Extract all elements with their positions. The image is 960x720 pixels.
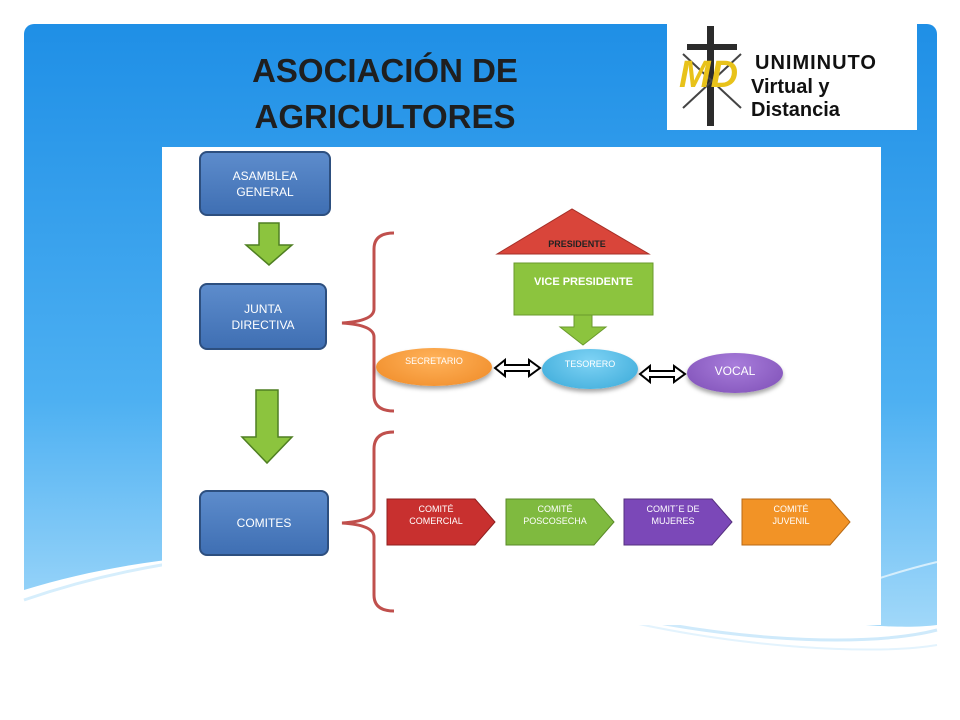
comite-poscosecha-line-1: COMITÉ: [537, 504, 573, 514]
box-asamblea-general: ASAMBLEA GENERAL: [199, 151, 331, 216]
box-asamblea-general-label: ASAMBLEA GENERAL: [232, 168, 298, 199]
comite-juvenil-shape: [741, 498, 851, 546]
logo-subtitle: Virtual y Distancia: [751, 76, 840, 121]
logo-brand: UNIMINUTO: [755, 52, 877, 74]
comite-mujeres-line-2: MUJERES: [651, 516, 695, 526]
comite-mujeres-label: COMIT´E DE MUJERES: [624, 503, 722, 527]
presidente-shape: [495, 208, 651, 255]
double-arrow-right: [638, 363, 687, 385]
comite-mujeres-shape: [623, 498, 733, 546]
comite-comercial-line-2: COMERCIAL: [409, 516, 463, 526]
comite-juvenil-label: COMITÉ JUVENIL: [742, 503, 840, 527]
secretario-label: SECRETARIO: [405, 356, 463, 366]
vocal-label: VOCAL: [714, 364, 756, 378]
vicepresidente-shape: [513, 262, 654, 316]
down-arrow-2: [240, 389, 294, 465]
slide-title: ASOCIACIÓN DE AGRICULTORES: [190, 48, 580, 140]
uniminuto-logo: MD UNIMINUTO Virtual y Distancia: [667, 24, 917, 130]
comite-comercial-line-1: COMITÉ: [418, 504, 454, 514]
logo-monogram: MD: [679, 54, 739, 96]
double-arrow-left: [493, 357, 542, 379]
org-chart: ASAMBLEA GENERAL JUNTA DIRECTIVA COMITES: [162, 147, 881, 625]
title-line-1: ASOCIACIÓN DE: [252, 52, 518, 89]
comite-mujeres-line-1: COMIT´E DE: [646, 504, 700, 514]
bracket-junta: [341, 231, 395, 413]
comite-juvenil-line-2: JUVENIL: [772, 516, 810, 526]
diagram-shapes: [240, 208, 851, 613]
tesorero-node: TESORERO: [542, 349, 638, 389]
comite-poscosecha-label: COMITÉ POSCOSECHA: [506, 503, 604, 527]
box-comites: COMITES: [199, 490, 329, 556]
vocal-node: VOCAL: [687, 353, 783, 393]
comite-poscosecha-shape: [505, 498, 615, 546]
comite-poscosecha-line-2: POSCOSECHA: [523, 516, 587, 526]
box-junta-directiva-label: JUNTA DIRECTIVA: [231, 301, 295, 332]
comite-comercial-shape: [386, 498, 496, 546]
comite-comercial-label: COMITÉ COMERCIAL: [387, 503, 485, 527]
comite-juvenil-line-1: COMITÉ: [773, 504, 809, 514]
cross-emblem-icon: [682, 26, 742, 126]
tesorero-label: TESORERO: [564, 359, 616, 369]
vicepresidente-label: VICE PRESIDENTE: [533, 276, 634, 288]
box-comites-label: COMITES: [236, 516, 292, 530]
box-junta-directiva: JUNTA DIRECTIVA: [199, 283, 327, 350]
presidente-label: PRESIDENTE: [548, 239, 606, 249]
title-line-2: AGRICULTORES: [254, 98, 516, 135]
bracket-comites: [341, 430, 395, 613]
vicepresidente-down-arrow: [558, 314, 608, 346]
secretario-node: SECRETARIO: [376, 348, 492, 386]
down-arrow-1: [243, 222, 295, 266]
